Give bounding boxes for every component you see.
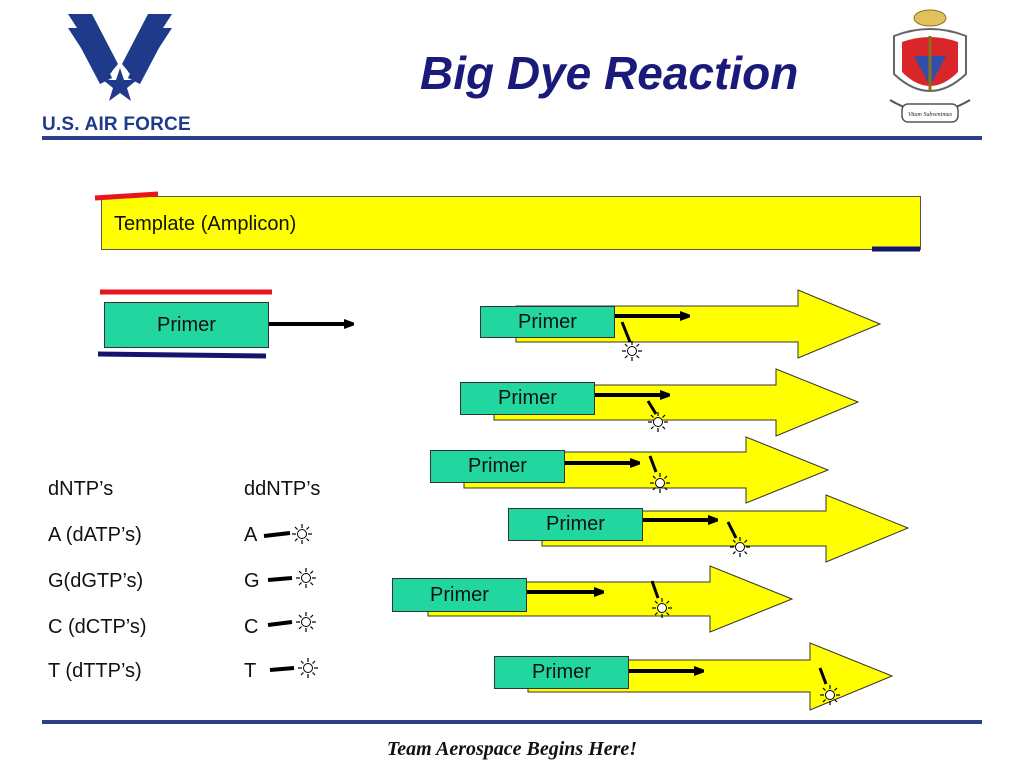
medical-crest-icon: Vitam Subvenimus xyxy=(889,9,971,123)
primer-box: Primer xyxy=(104,302,269,348)
primer-box: Primer xyxy=(494,656,629,689)
header-rule xyxy=(42,136,982,140)
primer-box: Primer xyxy=(430,450,565,483)
dye-star-icon xyxy=(621,340,643,362)
footer-slogan: Team Aerospace Begins Here! xyxy=(386,738,638,760)
dye-star-icon xyxy=(297,657,319,679)
slide-title: Big Dye Reaction xyxy=(420,47,799,99)
extension-6 xyxy=(527,642,894,711)
primer-box: Primer xyxy=(392,578,527,612)
dye-star-icon xyxy=(651,597,673,619)
dye-star-icon xyxy=(295,567,317,589)
dntp-item: A (dATP’s) xyxy=(48,524,142,546)
dntp-item: C (dCTP’s) xyxy=(48,616,147,638)
dye-star-icon xyxy=(649,472,671,494)
dye-star-icon xyxy=(291,523,313,545)
dye-star-icon xyxy=(819,684,841,706)
usaf-wings-icon xyxy=(68,14,172,101)
ddntp-dye-markers xyxy=(263,523,319,679)
template-amplicon xyxy=(101,196,921,250)
ddntp-header: ddNTP’s xyxy=(244,478,321,500)
ddntp-item: G xyxy=(244,570,260,592)
forward-strand-end xyxy=(94,191,159,201)
primer-box: Primer xyxy=(480,306,615,338)
dye-star-icon xyxy=(729,536,751,558)
dntp-header: dNTP’s xyxy=(48,478,114,500)
dye-star-icon xyxy=(295,611,317,633)
logo-text: U.S. AIR FORCE xyxy=(42,114,191,135)
dntp-item: G(dGTP’s) xyxy=(48,570,144,592)
template-label: Template (Amplicon) xyxy=(114,213,297,235)
ddntp-item: A xyxy=(244,524,258,546)
usaf-logo xyxy=(40,6,200,136)
footer-rule xyxy=(42,720,982,724)
primer-box: Primer xyxy=(508,508,643,541)
ddntp-item: T xyxy=(244,660,257,682)
primer-reverse-strand xyxy=(97,351,267,359)
dntp-item: T (dTTP’s) xyxy=(48,660,142,682)
dye-star-icon xyxy=(647,411,669,433)
crest-logo: Vitam Subvenimus xyxy=(884,0,976,132)
crest-motto: Vitam Subvenimus xyxy=(908,112,953,118)
ddntp-item: C xyxy=(244,616,259,638)
primer-box: Primer xyxy=(460,382,595,415)
